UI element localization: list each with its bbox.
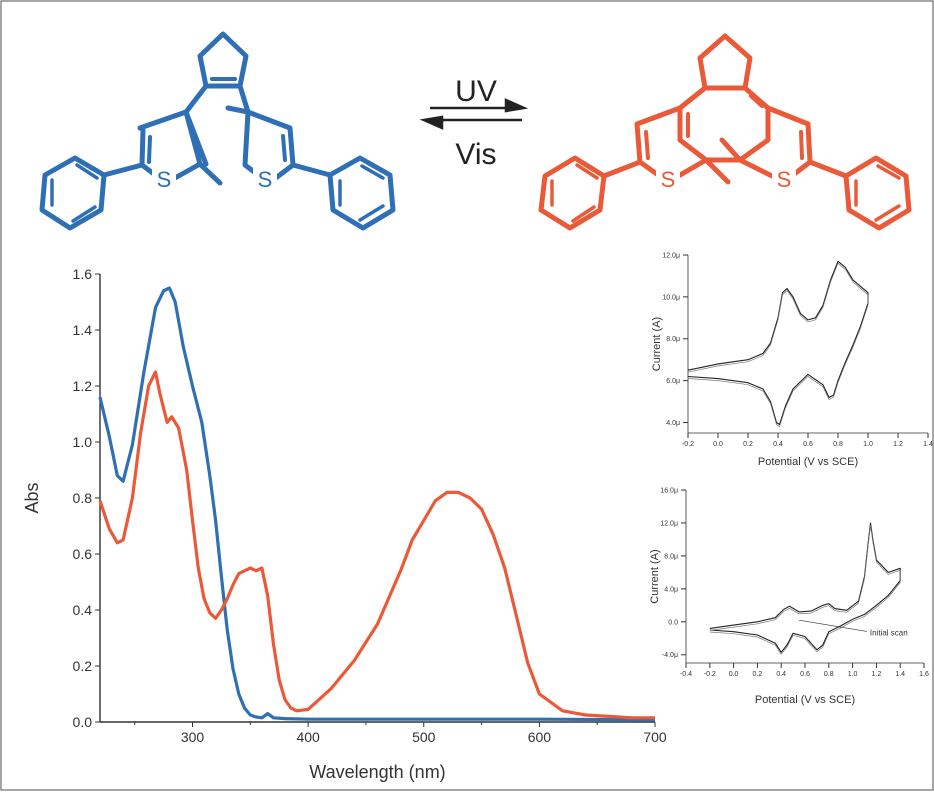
- uv-label: UV: [455, 75, 497, 108]
- abs-xtick-label: 700: [643, 729, 667, 745]
- abs-ytick-label: 0.4: [73, 602, 93, 618]
- cv2-y-axis-label: Current (A): [649, 549, 661, 603]
- cv1-series-0-scan2: [687, 262, 869, 427]
- cv1-xtick-label: 0.8: [833, 441, 843, 448]
- closed-s-left-bg: [656, 166, 680, 190]
- vis-label: Vis: [455, 138, 496, 171]
- cyclic-voltammogram-top: 4.0μ 6.0μ 8.0μ 10.0μ 12.0μ -0.2 0.0 0.2 0.4 0.6 0.…: [651, 252, 933, 468]
- cv1-xtick-label: -0.2: [682, 441, 694, 448]
- cv2-xtick-label: 0.2: [753, 671, 763, 678]
- cv2-xtick-label: 1.6: [919, 671, 929, 678]
- cv2-ytick-label: 8.0μ: [664, 553, 678, 560]
- cv2-series-0-scan2: [709, 524, 901, 655]
- abs-x-axis-label: Wavelength (nm): [309, 762, 445, 782]
- cv2-ytick-label: 16.0μ: [660, 487, 678, 494]
- abs-series-1: [98, 370, 655, 720]
- equilibrium-arrows: [419, 98, 529, 130]
- cv2-xtick-label: 0.0: [729, 671, 739, 678]
- abs-xtick-label: 400: [296, 729, 320, 745]
- cv2-xtick-label: 1.0: [848, 671, 858, 678]
- cv2-ytick-label: -4.0μ: [662, 652, 678, 659]
- closed-sulfur-left-label: S: [661, 167, 676, 192]
- cv1-xtick-label: 0.2: [743, 441, 753, 448]
- abs-ytick-label: 0.0: [73, 714, 93, 730]
- cv1-xtick-label: 0.4: [773, 441, 783, 448]
- absorption-spectrum-chart: 0.0 0.2 0.4 0.6 0.8 1.0 1.2 1.4 1.6 300 400 500 600 7…: [22, 266, 667, 782]
- open-form-molecule: [39, 31, 396, 231]
- cv1-ytick-label: 4.0μ: [666, 420, 680, 427]
- open-s-left-bg: [152, 166, 176, 190]
- abs-xtick-label: 600: [528, 729, 552, 745]
- cv1-ytick-label: 6.0μ: [666, 378, 680, 385]
- abs-xtick-label: 500: [412, 729, 436, 745]
- abs-xtick-label: 300: [181, 729, 205, 745]
- cv2-xtick-label: 0.6: [800, 671, 810, 678]
- open-sulfur-right-label: S: [258, 167, 273, 192]
- closed-s-right-bg: [772, 166, 796, 190]
- cv1-xtick-label: 1.4: [923, 441, 933, 448]
- abs-ytick-label: 1.4: [73, 322, 93, 338]
- cv2-xtick-label: -0.2: [704, 671, 716, 678]
- closed-form-molecule: [538, 33, 912, 231]
- closed-sulfur-right-label: S: [777, 167, 792, 192]
- cv2-annotation-leader: [798, 619, 867, 632]
- cv1-xtick-label: 1.0: [863, 441, 873, 448]
- abs-ytick-label: 0.2: [73, 658, 93, 674]
- cv2-series-0: [709, 522, 901, 653]
- abs-series-0: [98, 286, 656, 722]
- cv1-ytick-label: 8.0μ: [666, 336, 680, 343]
- abs-ytick-label: 1.6: [73, 266, 93, 282]
- cv1-ytick-label: 12.0μ: [662, 252, 680, 259]
- cv1-y-axis-label: Current (A): [651, 317, 663, 371]
- cyclic-voltammogram-bottom: -4.0μ 0.0 4.0μ 8.0μ 12.0μ 16.0μ -0.4 -0.2 0.0 0.2…: [649, 487, 929, 706]
- cv2-xtick-label: 0.8: [824, 671, 834, 678]
- cv1-xtick-label: 1.2: [893, 441, 903, 448]
- cv2-xtick-label: 1.4: [895, 671, 905, 678]
- cv2-ytick-label: 0.0: [668, 619, 678, 626]
- cv1-xtick-label: 0.6: [803, 441, 813, 448]
- abs-ytick-label: 0.8: [73, 490, 93, 506]
- cv2-xtick-label: -0.4: [680, 671, 692, 678]
- cv2-ytick-label: 4.0μ: [664, 586, 678, 593]
- cv2-annotation-label: Initial scan: [870, 628, 908, 637]
- abs-y-axis-label: Abs: [22, 482, 42, 513]
- cv1-ytick-label: 10.0μ: [662, 294, 680, 301]
- cv2-ytick-label: 12.0μ: [660, 520, 678, 527]
- cv2-xtick-label: 1.2: [872, 671, 882, 678]
- open-sulfur-left-label: S: [157, 167, 172, 192]
- cv1-xtick-label: 0.0: [713, 441, 723, 448]
- cv2-xtick-label: 0.4: [776, 671, 786, 678]
- abs-ytick-label: 1.0: [73, 434, 93, 450]
- abs-ytick-label: 1.2: [73, 378, 93, 394]
- open-s-right-bg: [253, 166, 277, 190]
- abs-ytick-label: 0.6: [73, 546, 93, 562]
- cv1-x-axis-label: Potential (V vs SCE): [758, 456, 858, 468]
- cv2-x-axis-label: Potential (V vs SCE): [755, 694, 855, 706]
